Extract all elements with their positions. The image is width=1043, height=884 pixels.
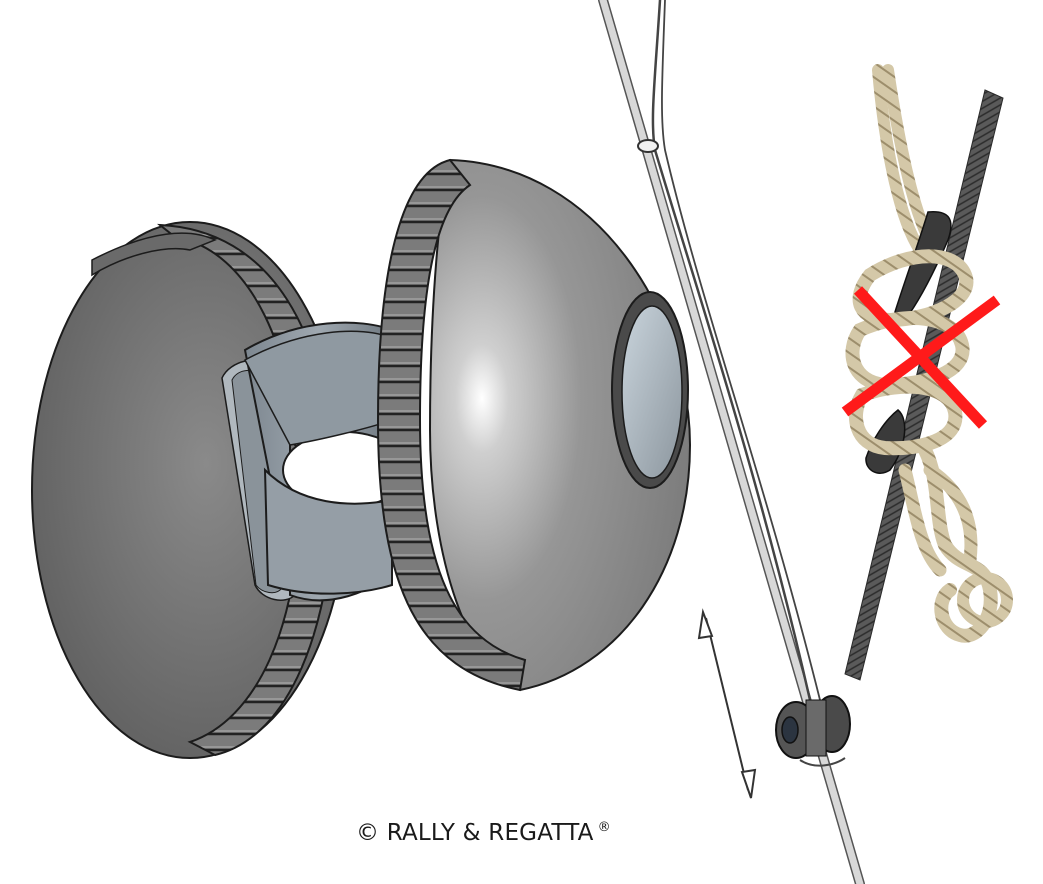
registered-mark: ® xyxy=(597,820,611,835)
fitted-bead xyxy=(775,695,851,767)
rope-knot-on-cable xyxy=(844,64,1013,681)
copyright-caption: © RALLY & REGATTA® xyxy=(356,820,676,846)
clamp-ring xyxy=(221,321,408,602)
double-arrow-icon xyxy=(697,608,757,799)
copyright-text: © RALLY & REGATTA xyxy=(356,820,594,846)
red-cross-icon xyxy=(841,286,1001,429)
knurled-half-shell-with-hole xyxy=(376,158,692,692)
